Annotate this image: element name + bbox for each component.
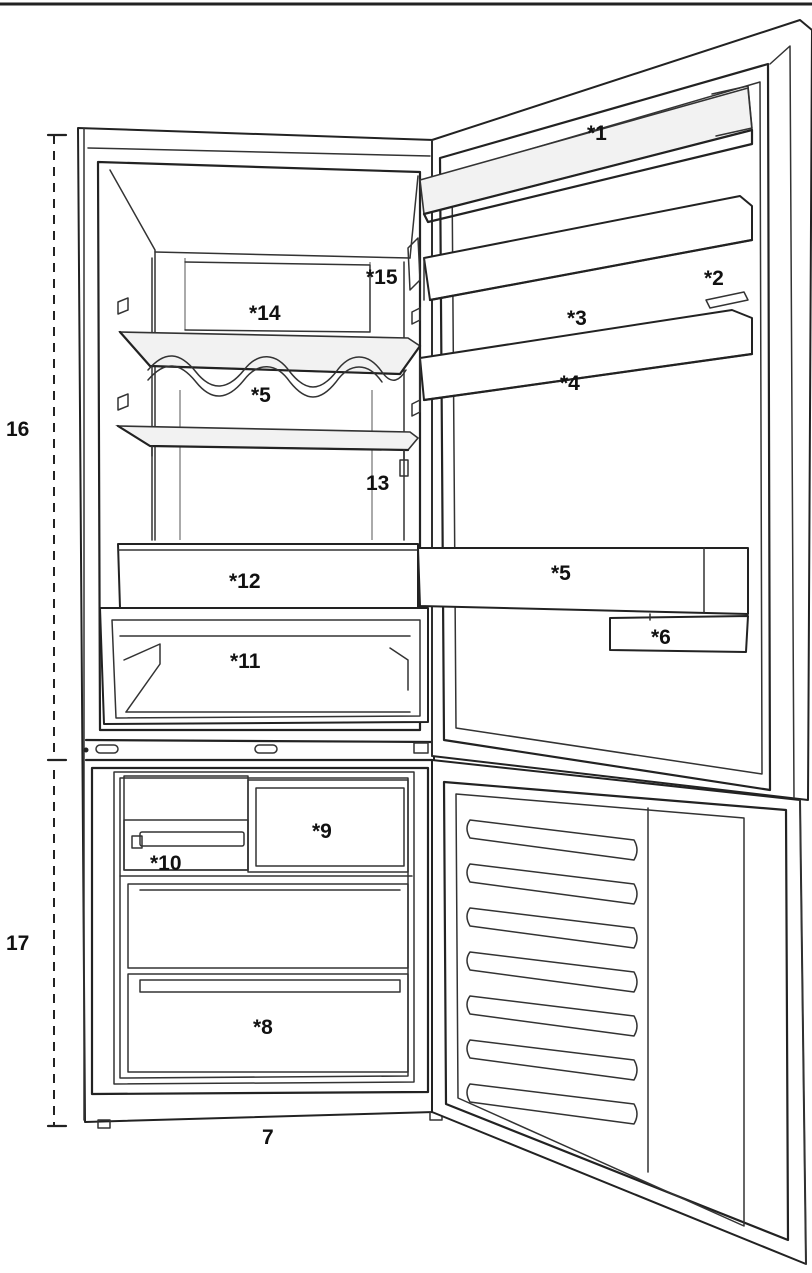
label-2: *2 (704, 267, 724, 290)
freezer-drawer-lower (127, 973, 409, 1073)
light-housing (407, 237, 421, 291)
dimension-marker-freezer (46, 770, 68, 1128)
label-17: 17 (6, 932, 29, 955)
label-6: *6 (651, 626, 671, 649)
label-8: *8 (253, 1016, 273, 1039)
label-11: *11 (230, 650, 261, 673)
label-16: 16 (6, 418, 29, 441)
label-14: *14 (249, 302, 281, 325)
fridge-door (417, 19, 812, 801)
label-15: *15 (366, 266, 398, 289)
glass-shelf (115, 424, 420, 477)
label-1: *1 (587, 122, 607, 145)
dimension-marker-fridge (46, 133, 68, 762)
freezer-door-ribs (466, 819, 638, 1125)
label-9: *9 (312, 820, 332, 843)
label-4: *4 (560, 372, 580, 395)
freezer-small-drawer (247, 779, 409, 873)
freezer-drawer-upper (119, 875, 413, 969)
label-5-shelf: *5 (251, 384, 271, 407)
wine-rack-shelf (118, 330, 422, 398)
freezer-door (431, 759, 807, 1265)
label-10: *10 (150, 852, 182, 875)
crisper-drawer (99, 607, 429, 725)
label-13: 13 (366, 472, 389, 495)
label-12: *12 (229, 570, 261, 593)
label-7: 7 (262, 1126, 274, 1149)
crisper-cover (117, 543, 419, 609)
rear-panel (184, 261, 371, 333)
label-5-door: *5 (551, 562, 571, 585)
label-3: *3 (567, 307, 587, 330)
